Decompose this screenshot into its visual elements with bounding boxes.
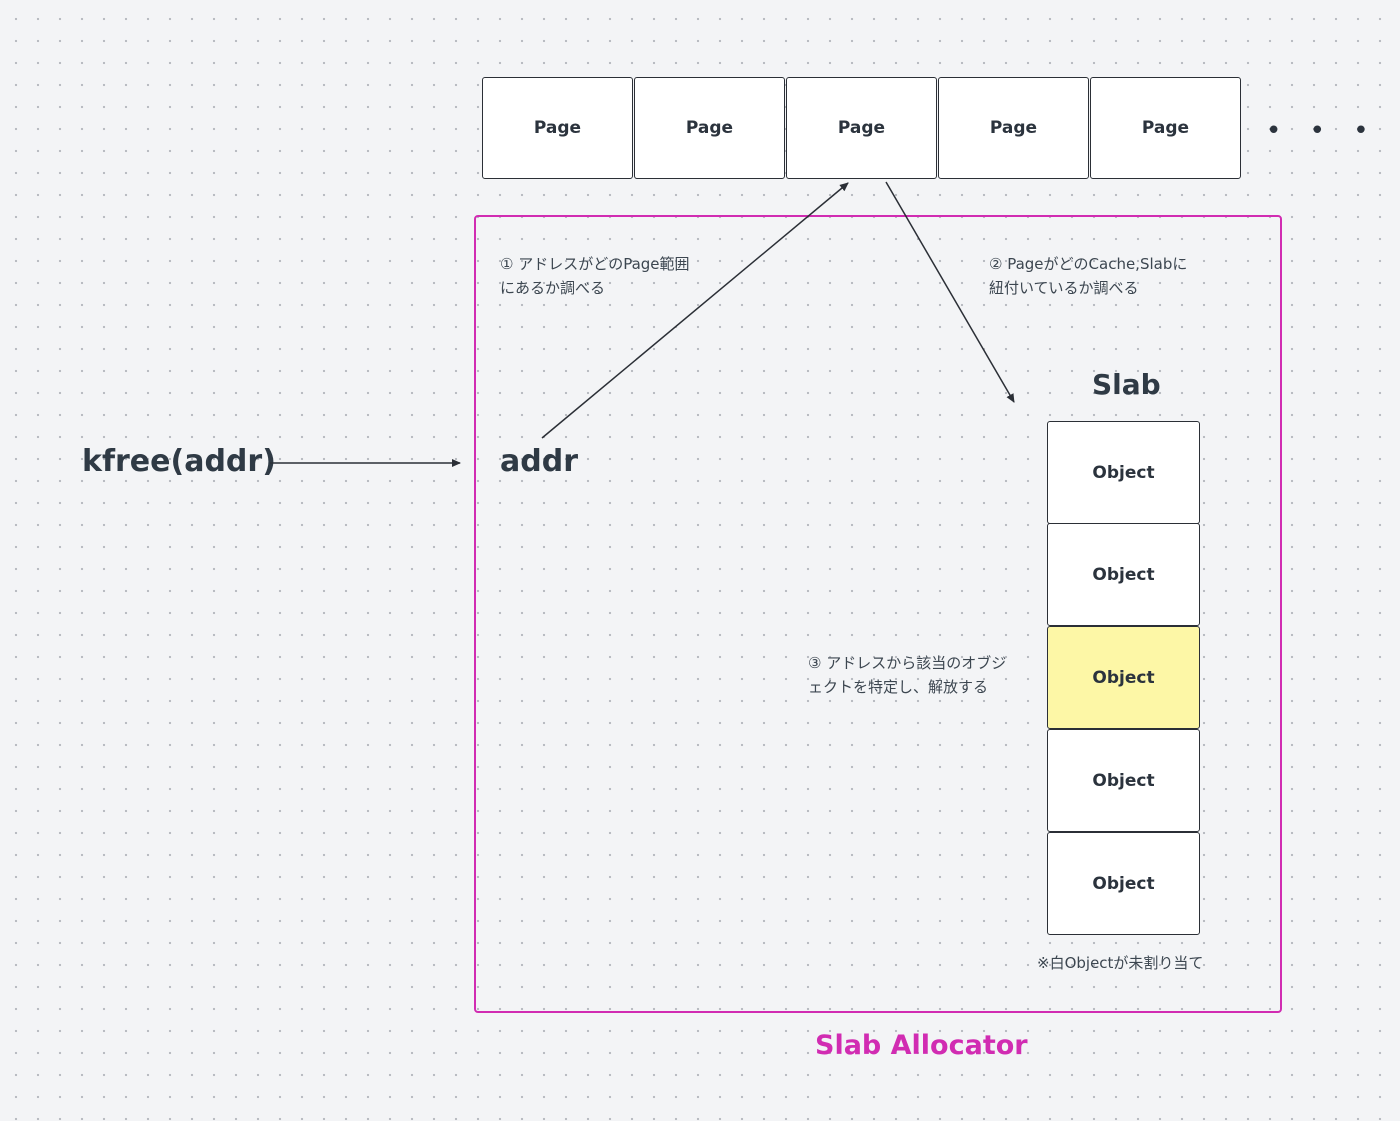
page-box-5: Page	[1090, 77, 1241, 179]
slab-title: Slab	[1092, 368, 1161, 401]
slab-allocator-label: Slab Allocator	[815, 1030, 1028, 1061]
slab-object-4: Object	[1047, 729, 1200, 832]
step3-line2: ェクトを特定し、解放する	[808, 678, 989, 696]
step2-line1: ② PageがどのCache,Slabに	[989, 255, 1188, 273]
page-box-3: Page	[786, 77, 937, 179]
page-box-4: Page	[938, 77, 1089, 179]
slab-object-2: Object	[1047, 523, 1200, 626]
addr-label: addr	[500, 444, 578, 479]
page-box-2: Page	[634, 77, 785, 179]
slab-object-5: Object	[1047, 832, 1200, 935]
step1-note: ① アドレスがどのPage範囲 にあるか調べる	[500, 252, 690, 300]
step1-line2: にあるか調べる	[500, 279, 606, 297]
step2-note: ② PageがどのCache,Slabに 紐付いているか調べる	[989, 252, 1187, 300]
step1-line1: ① アドレスがどのPage範囲	[500, 255, 690, 273]
step2-line2: 紐付いているか調べる	[989, 279, 1139, 297]
step3-note: ③ アドレスから該当のオブジ ェクトを特定し、解放する	[808, 651, 1006, 699]
more-pages-ellipsis: • • •	[1266, 116, 1379, 146]
slab-footnote: ※白Objectが未割り当て	[1037, 954, 1204, 972]
kfree-call-label: kfree(addr)	[82, 444, 276, 479]
step3-line1: ③ アドレスから該当のオブジ	[808, 654, 1007, 672]
page-to-slab-arrow	[885, 181, 1015, 403]
slab-object-3: Object	[1047, 626, 1200, 729]
addr-to-page-arrow	[541, 182, 849, 439]
slab-allocator-frame	[474, 215, 1282, 1013]
page-box-1: Page	[482, 77, 633, 179]
